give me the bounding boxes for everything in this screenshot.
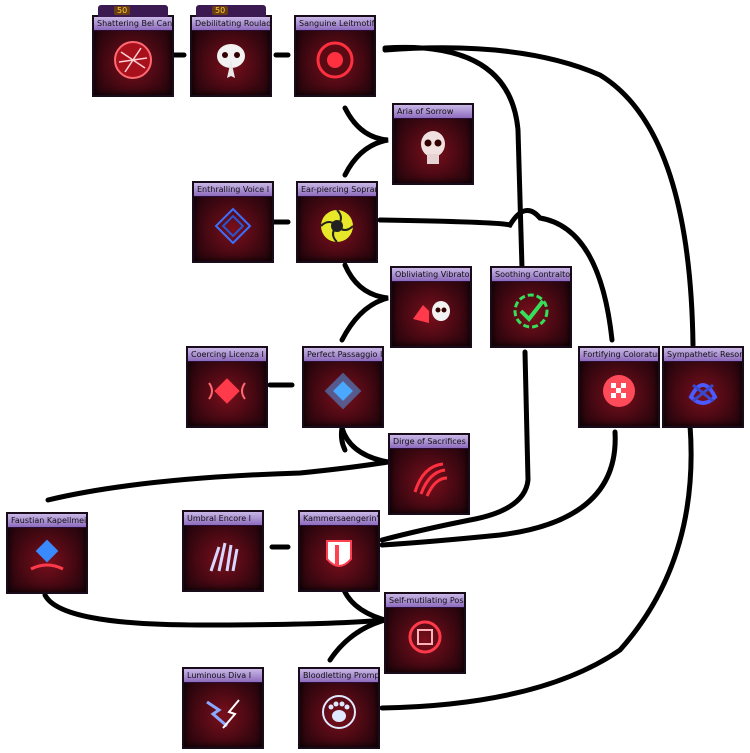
skill-sanguine-leitmotif[interactable]: Sanguine Leitmotif I [294,15,376,97]
skill-label: Obliviating Vibrato [392,268,470,282]
skill-label: Dirge of Sacrifices [390,435,468,449]
skill-label: Umbral Encore I [184,512,262,526]
blue-diamond-hand-icon [25,535,69,579]
connector [339,262,389,343]
shattered-circle-icon [111,38,155,82]
connector [379,422,694,711]
skill-label: Self-mutilating Posse [386,594,464,608]
skill-fortifying-coloratura[interactable]: Fortifying Coloratura [578,346,660,428]
skill-luminous-diva[interactable]: Luminous Diva I [182,667,264,749]
cost-badge: 50 [196,5,266,17]
blue-knot-icon [681,369,725,413]
checker-circle-icon [597,369,641,413]
skill-obliviating-vibrato[interactable]: Obliviating Vibrato [390,266,472,348]
skill-label: Aria of Sorrow [394,105,472,119]
skill-label: Faustian Kapellmeister [8,514,86,528]
skill-label: Luminous Diva I [184,669,262,683]
skill-ear-piercing-soprano[interactable]: Ear-piercing Soprano I [296,181,378,263]
connector [379,349,531,543]
connector [379,429,618,548]
blue-diamond-icon [211,204,255,248]
skill-enthralling-voice[interactable]: Enthralling Voice I [192,181,274,263]
skill-label: Perfect Passaggio I [304,348,382,362]
skill-label: Enthralling Voice I [194,183,272,197]
skill-label: Kammersaengerin's Aid I [300,512,378,526]
skill-aria-of-sorrow[interactable]: Aria of Sorrow [392,103,474,185]
skill-dirge-of-sacrifices[interactable]: Dirge of Sacrifices [388,433,470,515]
skill-label: Soothing Contralto I [492,268,570,282]
green-check-icon [509,289,553,333]
skill-shattering-bel-canto[interactable]: 50 Shattering Bel Canto I [92,5,174,97]
connector [338,425,348,453]
skill-perfect-passaggio[interactable]: Perfect Passaggio I [302,346,384,428]
connector [45,425,389,503]
skill-label: Coercing Licenza I [188,348,266,362]
paw-icon [317,690,361,734]
connector [382,45,696,348]
shield-icon [317,533,361,577]
skill-kammersaengerins-aid[interactable]: Kammersaengerin's Aid I [298,510,380,592]
skill-sympathetic-resonance[interactable]: Sympathetic Resonance [662,346,744,428]
red-claw-icon [407,456,451,500]
skill-soothing-contralto[interactable]: Soothing Contralto I [490,266,572,348]
connector [342,105,389,178]
skull-icon [411,126,455,170]
lightning-hand-icon [201,690,245,734]
skill-bloodletting-prompter[interactable]: Bloodletting Prompter I [298,667,380,749]
glowing-diamond-icon [321,369,365,413]
connector [377,208,615,343]
skill-label: Shattering Bel Canto I [94,17,172,31]
skill-label: Sanguine Leitmotif I [296,17,374,31]
skill-self-mutilating-posse[interactable]: Self-mutilating Posse [384,592,466,674]
hand-skull-icon [409,289,453,333]
skill-debilitating-roulade[interactable]: 50 Debilitating Roulade I [190,5,272,97]
skill-label: Ear-piercing Soprano I [298,183,376,197]
skill-coercing-licenza[interactable]: Coercing Licenza I [186,346,268,428]
bone-hand-icon [201,533,245,577]
blood-swirl-icon [313,38,357,82]
skill-label: Sympathetic Resonance [664,348,742,362]
skill-label: Bloodletting Prompter I [300,669,378,683]
skill-label: Fortifying Coloratura [580,348,658,362]
skill-label: Debilitating Roulade I [192,17,270,31]
glyph-circle-icon [403,615,447,659]
yellow-spiral-icon [315,204,359,248]
red-diamond-claws-icon [205,369,249,413]
bird-mask-icon [209,38,253,82]
cost-badge: 50 [98,5,168,17]
connector [42,592,388,628]
skill-umbral-encore[interactable]: Umbral Encore I [182,510,264,592]
skill-faustian-kapellmeister[interactable]: Faustian Kapellmeister [6,512,88,594]
